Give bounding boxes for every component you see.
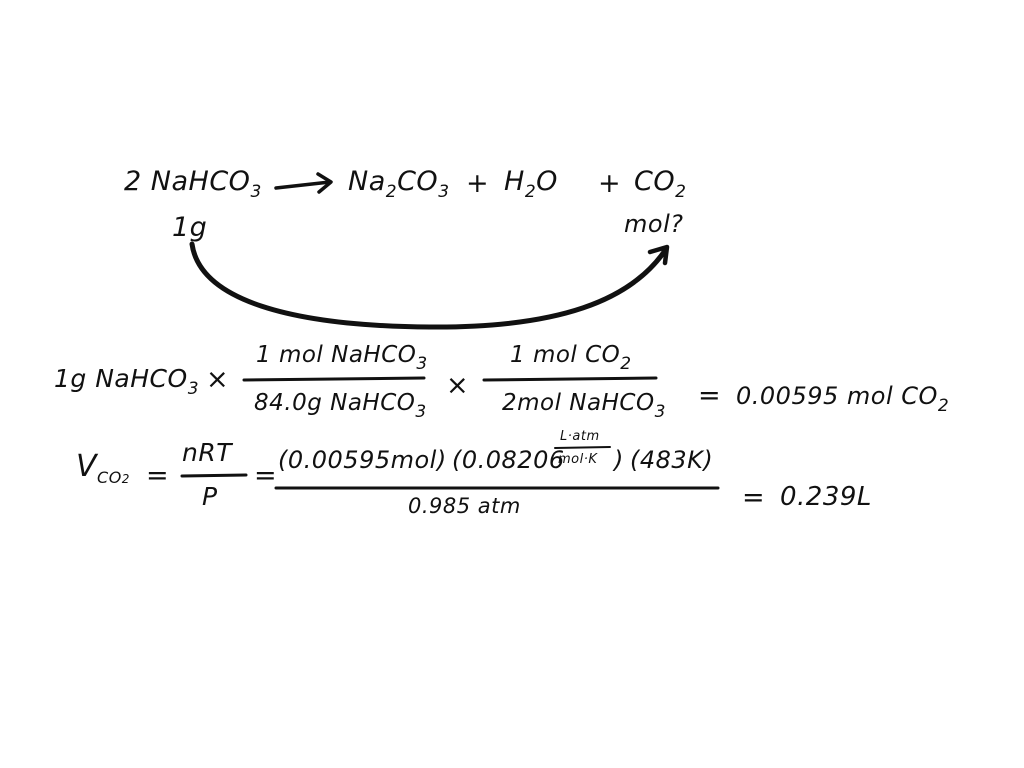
gas-constant-unit-numerator: L·atm: [560, 429, 600, 444]
equals-sign-conversion: =: [698, 380, 722, 411]
conversion-result: 0.00595 mol CO2: [736, 382, 949, 415]
product1-part-b: CO: [397, 166, 439, 197]
volume-subscript: CO2: [97, 468, 130, 487]
times-sign-1: ×: [206, 364, 230, 395]
fraction2-denominator-text: 2mol NaHCO: [502, 390, 655, 416]
start-quantity: 1g NaHCO3: [54, 364, 199, 398]
product-water: H2O: [504, 166, 558, 201]
fraction1-denominator-sub: 3: [415, 402, 427, 422]
pressure-denominator: P: [202, 482, 218, 511]
equals-sign-gas-1: =: [146, 460, 170, 491]
fraction1-numerator: 1 mol NaHCO3: [256, 342, 428, 373]
product3-sub: 2: [675, 182, 687, 202]
plus-sign-2: +: [598, 168, 622, 199]
product3-name: CO: [634, 166, 676, 197]
given-mass-label: 1g: [172, 212, 208, 243]
conversion-result-sub: 2: [937, 396, 950, 416]
equals-sign-gas-2: =: [254, 460, 278, 491]
start-quantity-sub: 3: [187, 379, 200, 399]
times-sign-2: ×: [446, 370, 470, 401]
volume-subscript-2: 2: [121, 472, 130, 486]
volume-letter: V: [76, 449, 98, 484]
nrt-numerator: nRT: [182, 438, 232, 467]
volume-result: 0.239L: [780, 482, 872, 512]
fraction-bar-nrt: [180, 473, 248, 478]
product2-part-b: O: [536, 166, 558, 197]
volume-subscript-co: CO: [97, 468, 122, 487]
product1-sub-b: 3: [438, 182, 450, 202]
reactant-formula: 2 NaHCO3: [124, 166, 262, 201]
fraction-bar-2: [482, 376, 658, 382]
equals-sign-gas-3: =: [742, 482, 766, 513]
unknown-moles-label: mol?: [624, 210, 684, 238]
reactant-name: NaHCO: [150, 166, 251, 197]
fraction2-numerator-text: 1 mol CO: [510, 342, 621, 368]
reaction-arrow: [274, 180, 332, 190]
product-sodium-carbonate: Na2CO3: [348, 166, 450, 201]
fraction1-numerator-text: 1 mol NaHCO: [256, 342, 417, 368]
fraction2-numerator: 1 mol CO2: [510, 342, 632, 373]
start-quantity-text: 1g NaHCO: [54, 364, 188, 393]
fraction2-denominator: 2mol NaHCO3: [502, 390, 666, 421]
product2-sub: 2: [524, 182, 537, 202]
pressure-value: 0.985 atm: [408, 494, 521, 518]
gas-constant-close: ): [614, 446, 624, 474]
curved-relation-arrow: [189, 241, 667, 330]
gas-constant-open: (0.08206: [452, 446, 565, 474]
fraction1-numerator-sub: 3: [416, 354, 428, 374]
volume-symbol: VCO2: [76, 449, 130, 486]
reactant-subscript: 3: [250, 182, 262, 202]
product1-part-a: Na: [348, 166, 386, 197]
moles-term: (0.00595mol): [278, 446, 447, 474]
fraction-bar-units: [554, 446, 611, 449]
gas-constant-unit-denominator: mol·K: [558, 452, 598, 467]
fraction1-denominator: 84.0g NaHCO3: [254, 390, 427, 421]
curved-relation-arrow-head: [647, 244, 670, 266]
product1-sub-a: 2: [385, 182, 398, 202]
fraction1-denominator-text: 84.0g NaHCO: [254, 390, 416, 416]
product-carbon-dioxide: CO2: [634, 166, 686, 201]
fraction-bar-1: [242, 376, 426, 382]
fraction2-denominator-sub: 3: [654, 402, 666, 422]
temperature-term: (483K): [630, 446, 714, 474]
fraction2-numerator-sub: 2: [620, 354, 632, 374]
reactant-coefficient: 2: [124, 166, 142, 197]
reaction-arrow-head: [316, 172, 333, 194]
conversion-result-text: 0.00595 mol CO: [736, 382, 938, 410]
plus-sign-1: +: [466, 168, 490, 199]
product2-part-a: H: [504, 166, 525, 197]
